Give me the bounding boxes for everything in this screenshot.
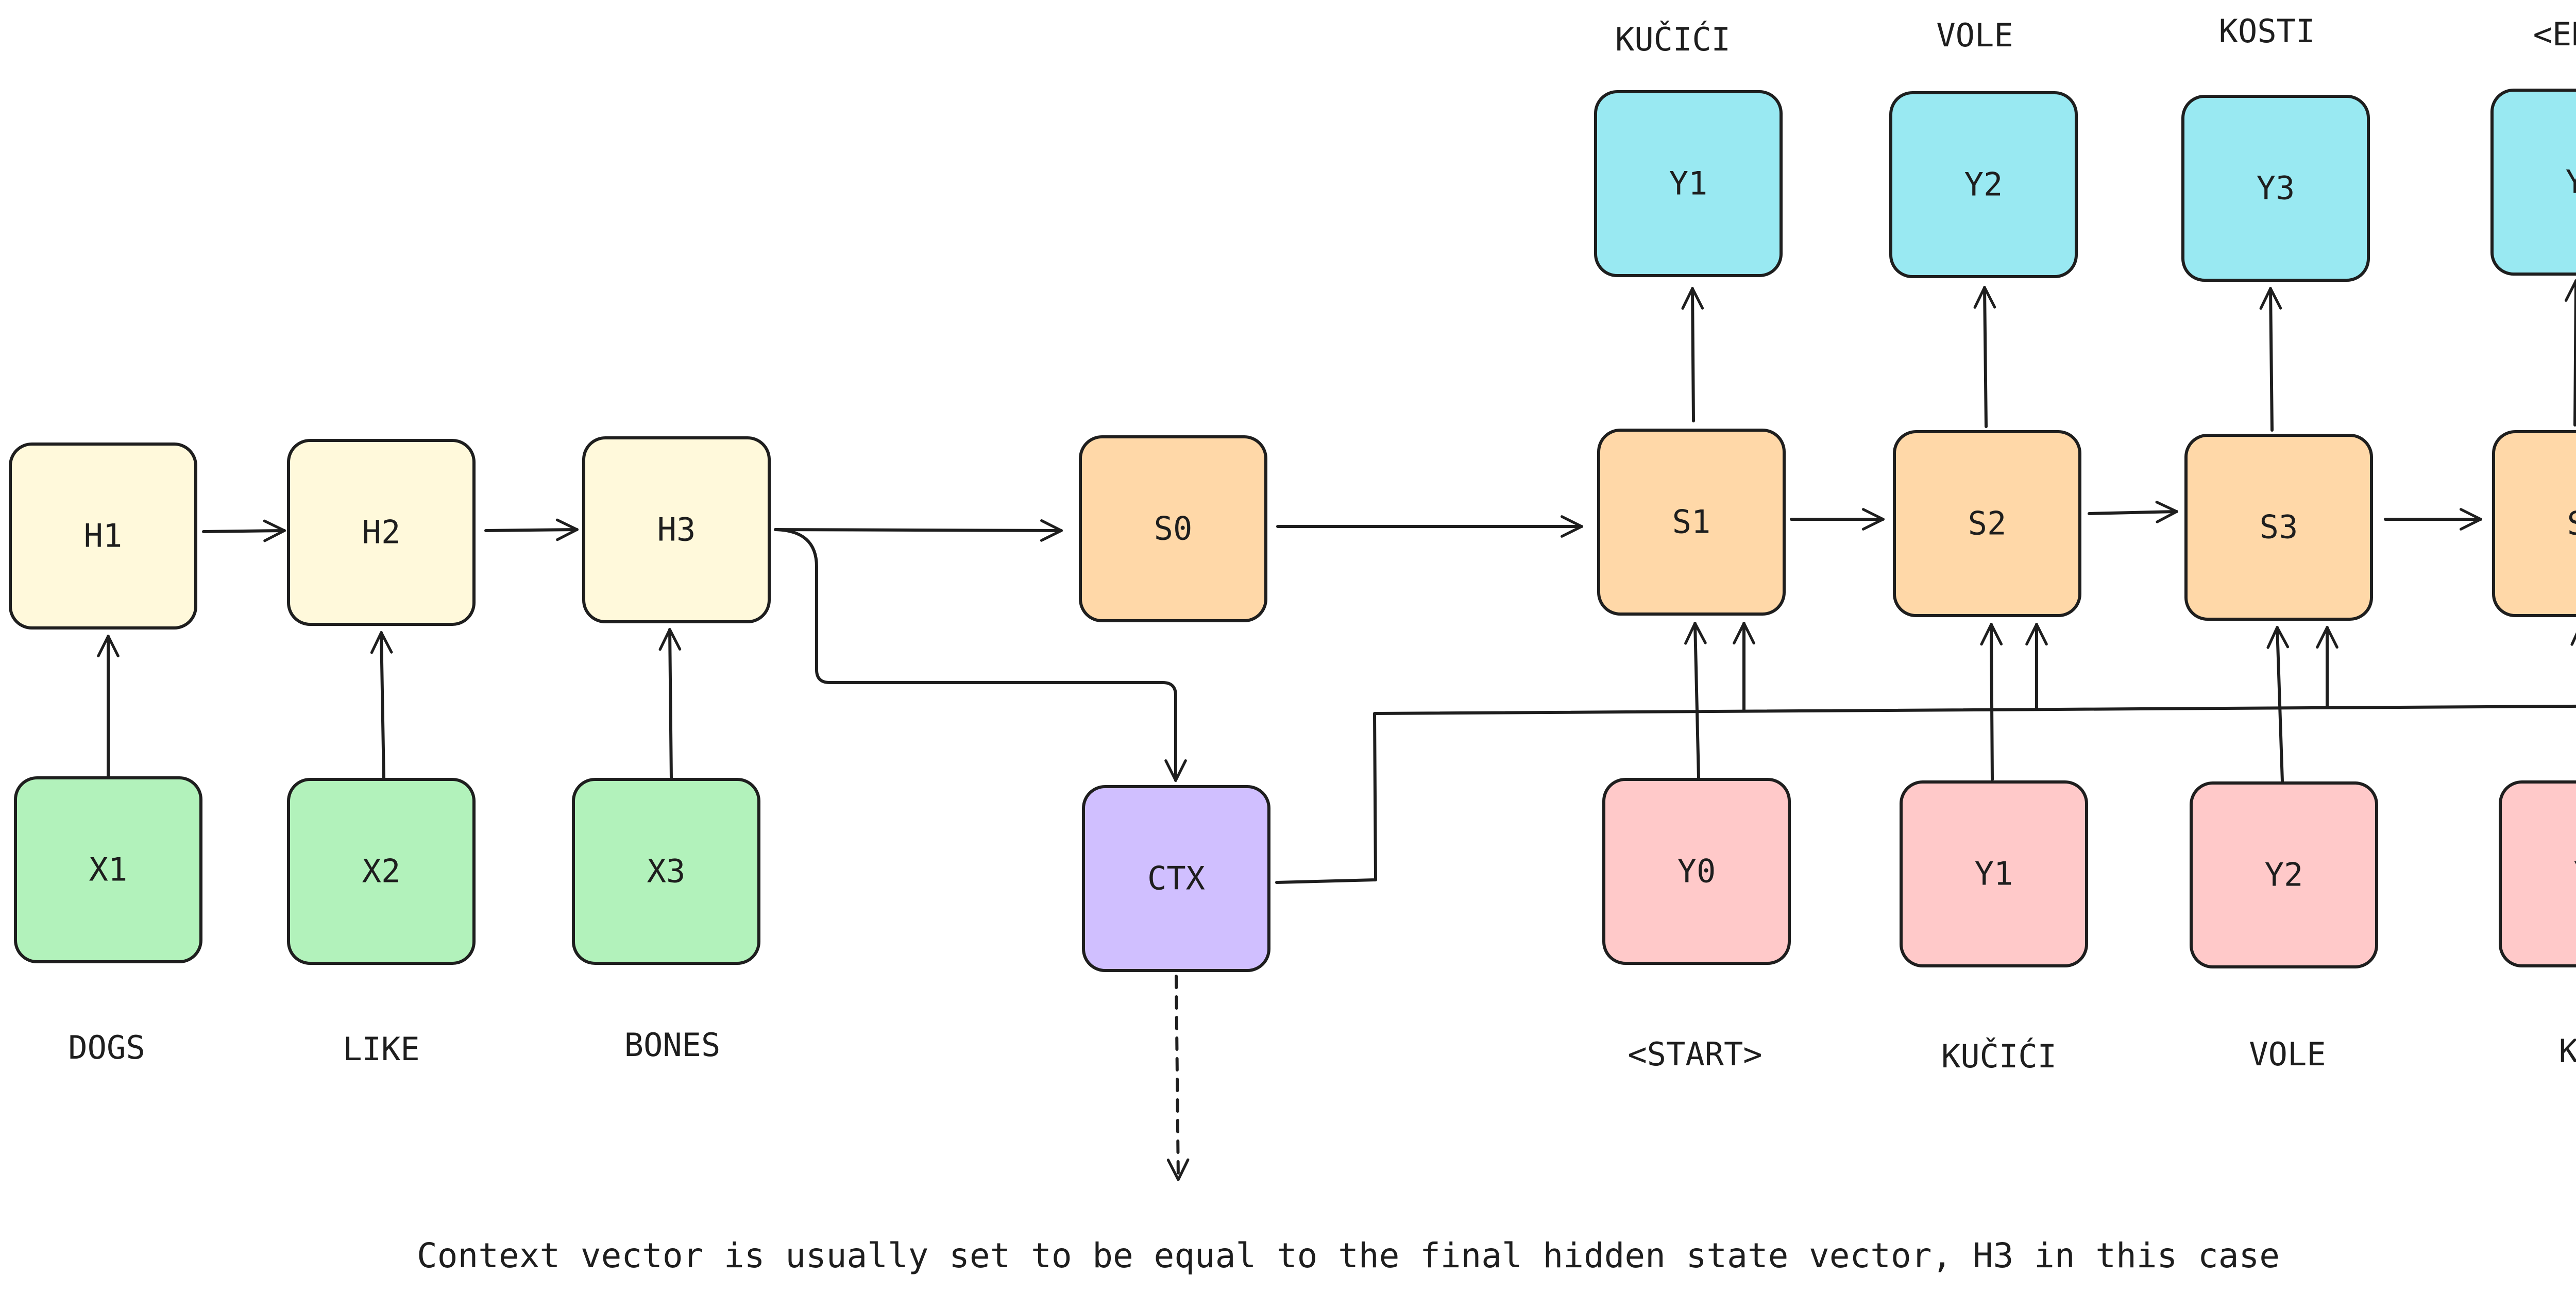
arrow-s1-to-y1 [1681,287,1704,422]
arrow-h3-to-s0 [774,519,1063,542]
arrow-x3-to-h3 [658,628,682,781]
context-node: CTX [1082,785,1270,972]
input-node-x2-label: X2 [362,853,401,890]
arrow-y0-to-s1 [1684,622,1707,779]
hidden-node-h2-label: H2 [362,514,401,551]
decoder-input-word-kucici: KUČIĆI [1941,1037,2057,1075]
input-node-x1: X1 [14,776,202,963]
output-word-kosti: KOSTI [2219,12,2315,50]
decoder-input-word-vole: VOLE [2249,1035,2326,1073]
decoder-input-word-start: <START> [1628,1035,1762,1073]
arrow-h3-to-context [774,528,1187,782]
output-node-y4: Y4 [2490,89,2576,276]
output-node-y2: Y2 [1889,91,2078,278]
output-node-y3: Y3 [2181,95,2370,282]
decoder-input-node-y3-label: Y3 [2574,855,2576,893]
input-node-x2: X2 [287,778,476,965]
arrow-y2-to-s3 [2266,626,2290,783]
decoder-input-node-y0: Y0 [1602,778,1791,965]
context-node-label: CTX [1147,860,1205,897]
state-node-s0: S0 [1079,435,1267,622]
state-node-s1: S1 [1597,429,1786,616]
decoder-input-node-y3: Y3 [2499,780,2576,967]
output-node-y2-label: Y2 [1964,166,2003,203]
state-node-s1-label: S1 [1672,503,1711,541]
arrow-context-dashed-output [1166,975,1190,1181]
diagram-caption: Context vector is usually set to be equa… [417,1236,2280,1275]
input-node-x1-label: X1 [89,851,128,889]
output-node-y4-label: Y4 [2566,163,2576,201]
decoder-input-node-y1-label: Y1 [1975,855,2013,893]
decoder-input-node-y2: Y2 [2190,781,2378,968]
output-node-y3-label: Y3 [2257,169,2295,207]
arrow-h1-to-h2 [202,519,286,542]
arrow-s2-to-s3 [2088,501,2178,523]
output-word-kucici: KUČIĆI [1615,21,1731,58]
output-node-y1-label: Y1 [1669,165,1708,202]
context-bus-line [1275,704,2576,884]
hidden-node-h2: H2 [287,439,476,626]
input-node-x3-label: X3 [647,853,686,890]
hidden-node-h3: H3 [582,436,771,623]
state-node-s3-label: S3 [2260,508,2298,546]
output-word-vole: VOLE [1936,16,2013,54]
arrow-h2-to-h3 [484,518,579,541]
state-node-s4-label: S4 [2567,505,2576,542]
decoder-input-word-kosti: KOSTI [2559,1032,2576,1070]
output-node-y1: Y1 [1594,90,1783,277]
arrow-s3-to-y3 [2259,287,2282,432]
decoder-input-node-y0-label: Y0 [1677,853,1716,890]
arrow-s2-to-y2 [1973,286,1996,428]
hidden-node-h3-label: H3 [657,511,696,549]
state-node-s2-label: S2 [1968,505,2007,542]
arrow-y1-to-s2 [1980,623,2003,781]
input-word-bones: BONES [624,1026,721,1064]
arrow-x2-to-h2 [370,631,393,781]
state-node-s0-label: S0 [1154,510,1193,548]
state-node-s4: S4 [2492,430,2576,617]
state-node-s3: S3 [2184,434,2373,621]
output-word-end: <END> [2533,15,2576,53]
decoder-input-node-y1: Y1 [1900,780,2088,967]
input-word-dogs: DOGS [68,1029,145,1066]
hidden-node-h1-label: H1 [84,517,123,555]
decoder-input-node-y2-label: Y2 [2265,856,2303,894]
state-node-s2: S2 [1893,430,2081,617]
hidden-node-h1: H1 [9,443,197,630]
input-node-x3: X3 [572,778,760,965]
input-word-like: LIKE [343,1030,419,1068]
